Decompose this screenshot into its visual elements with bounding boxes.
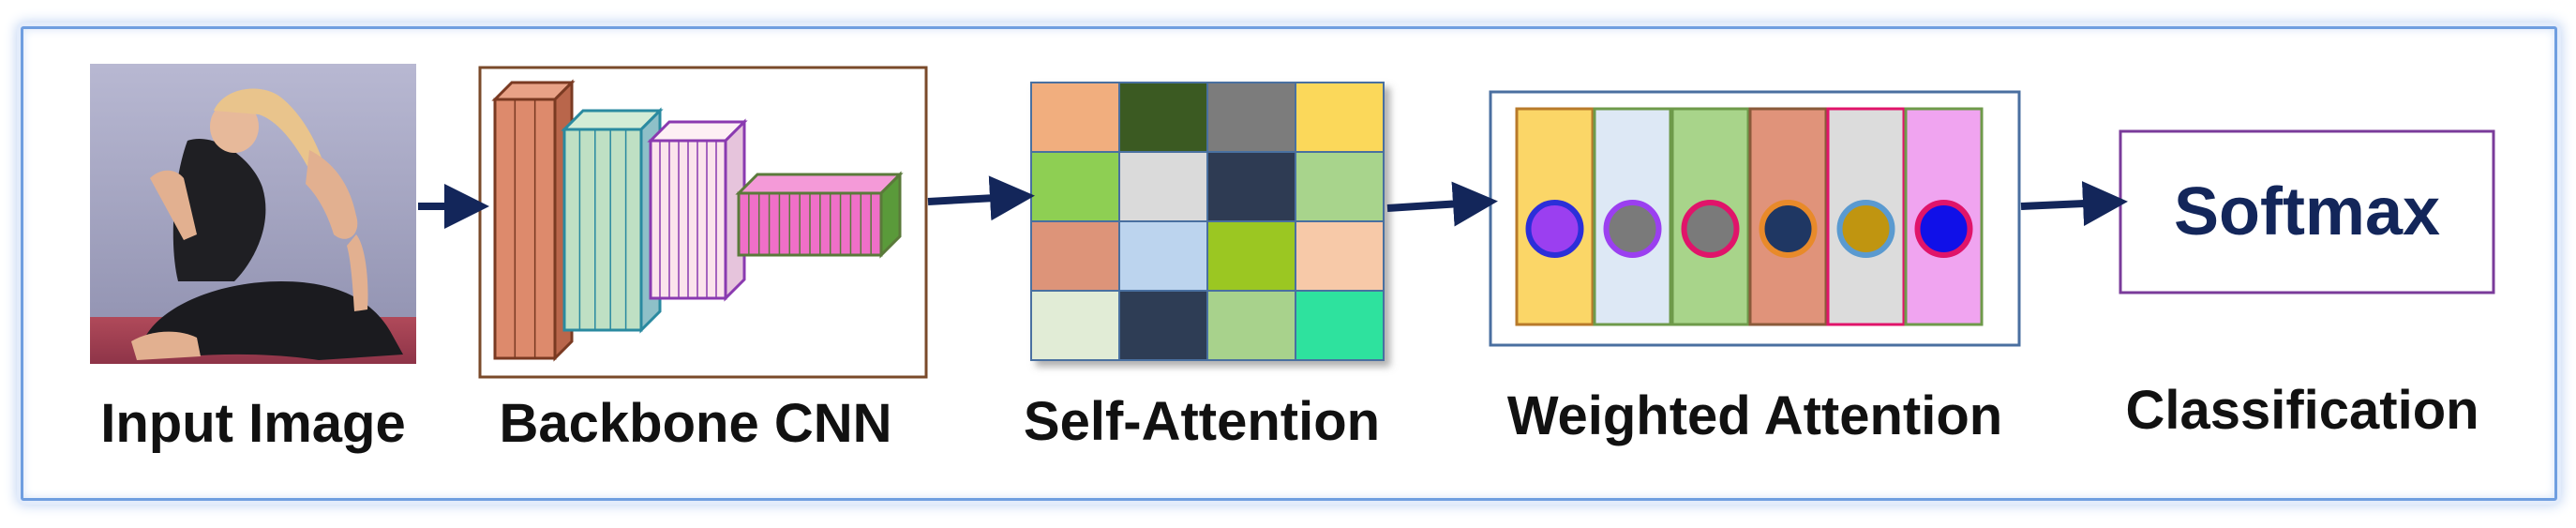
attention-cell xyxy=(1206,82,1296,153)
input-image xyxy=(90,64,416,364)
arrow-weighted-to-softmax xyxy=(2020,181,2128,227)
attention-cell xyxy=(1118,151,1208,222)
attention-cell xyxy=(1206,220,1296,292)
attention-cell xyxy=(1030,290,1120,361)
flow-arrows xyxy=(418,175,2128,229)
cnn-block xyxy=(735,171,904,259)
weighted-dot xyxy=(1836,200,1895,258)
arrow-backbone-to-attention xyxy=(927,175,1035,221)
weighted-dot xyxy=(1603,200,1662,258)
self-attention-grid xyxy=(1030,82,1385,361)
attention-cell xyxy=(1206,290,1296,361)
label-backbone-cnn: Backbone CNN xyxy=(499,393,892,454)
attention-cell xyxy=(1118,82,1208,153)
attention-cell xyxy=(1030,151,1120,222)
softmax-box: Softmax xyxy=(2119,129,2495,294)
attention-cell xyxy=(1030,220,1120,292)
attention-cell xyxy=(1295,290,1385,361)
cnn-block xyxy=(491,79,576,362)
arrow-attention-to-weighted xyxy=(1386,181,1498,227)
label-self-attention: Self-Attention xyxy=(1023,391,1381,452)
weighted-dot xyxy=(1914,200,1973,258)
attention-cell xyxy=(1118,290,1208,361)
weighted-dot xyxy=(1759,200,1818,258)
attention-cell xyxy=(1295,82,1385,153)
weighted-dot xyxy=(1681,200,1740,258)
attention-cell xyxy=(1206,151,1296,222)
label-weighted-attention: Weighted Attention xyxy=(1506,385,2003,446)
weighted-attention-box xyxy=(1489,90,2021,347)
label-classification: Classification xyxy=(2125,380,2479,441)
attention-cell xyxy=(1030,82,1120,153)
cnn-block xyxy=(561,107,664,334)
backbone-cnn-box xyxy=(478,66,928,379)
label-input-image: Input Image xyxy=(100,393,406,454)
softmax-label: Softmax xyxy=(2174,174,2440,249)
attention-cell xyxy=(1295,220,1385,292)
weighted-dot xyxy=(1525,200,1584,258)
attention-cell xyxy=(1118,220,1208,292)
cnn-block xyxy=(647,118,748,302)
attention-cell xyxy=(1295,151,1385,222)
